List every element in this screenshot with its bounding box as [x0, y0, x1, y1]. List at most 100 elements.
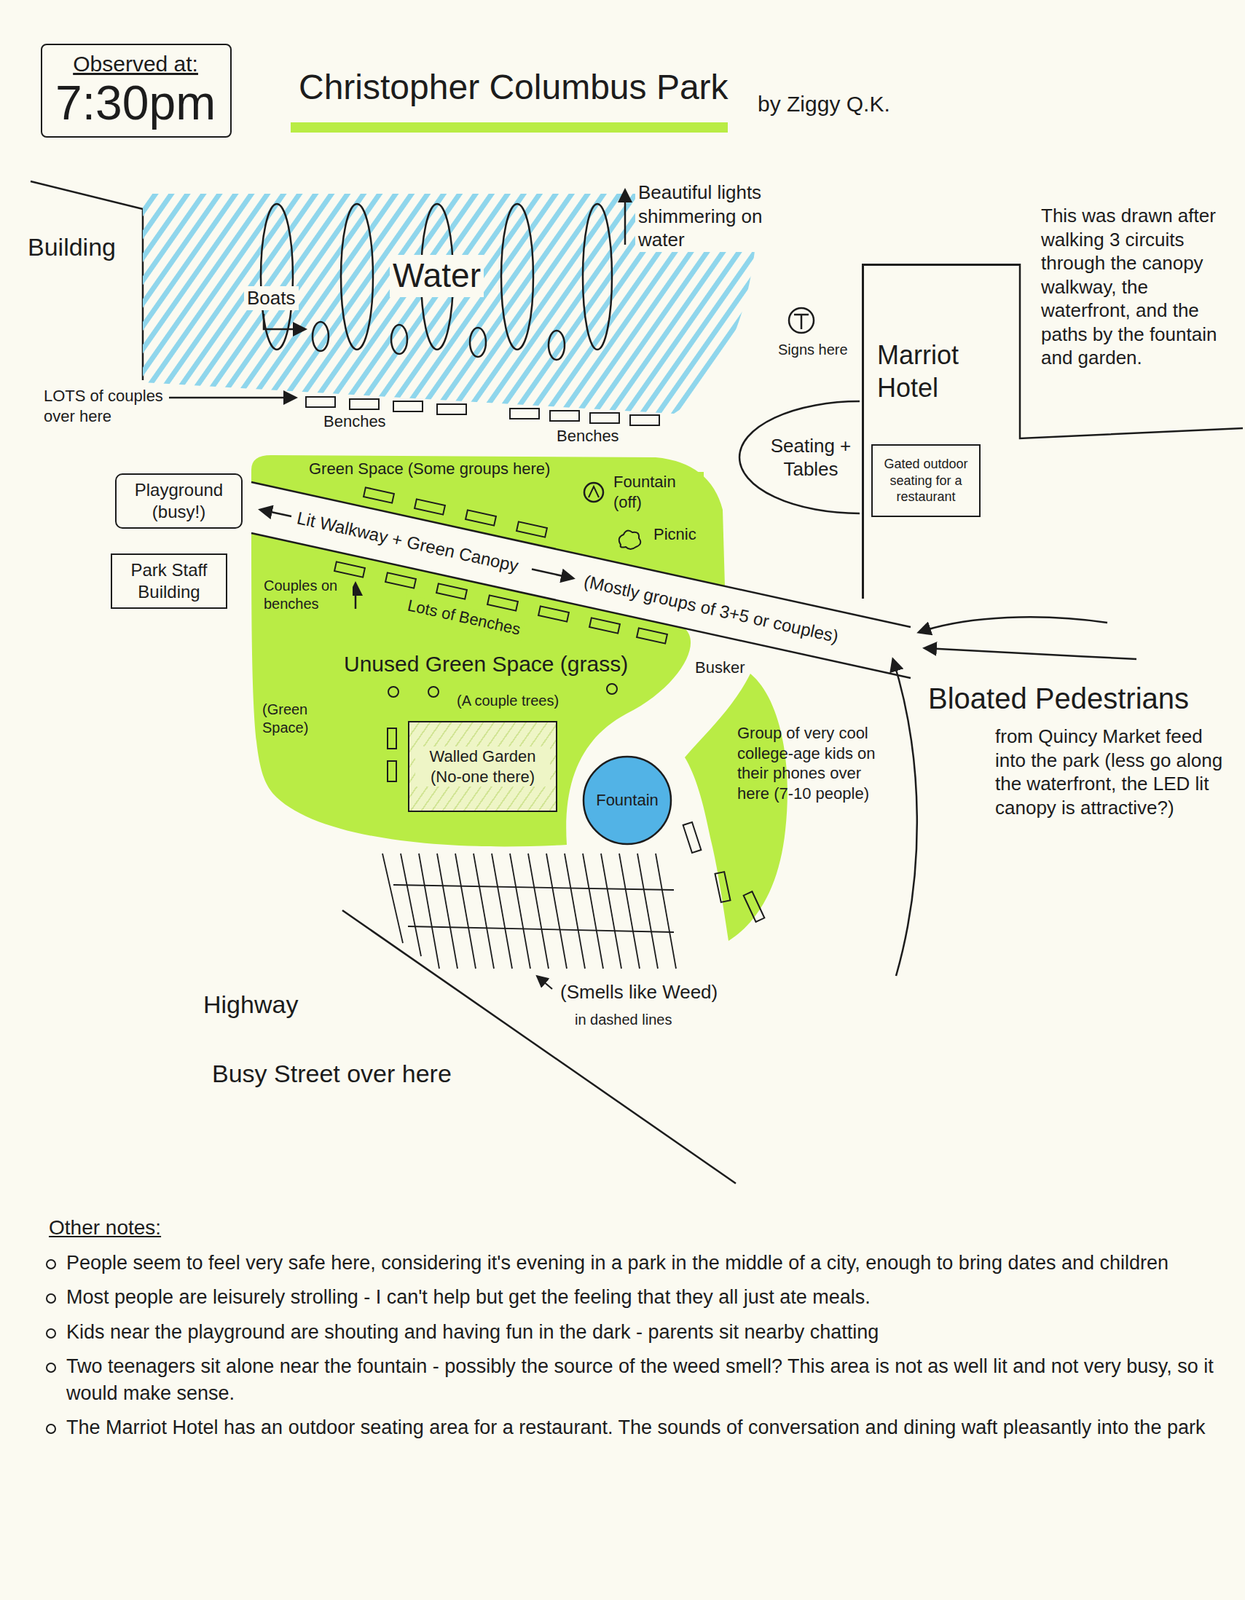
- note-row: Two teenagers sit alone near the fountai…: [45, 1353, 1227, 1409]
- bench: [487, 595, 518, 611]
- smell-hatching: [382, 853, 677, 969]
- note-text: Kids near the playground are shouting an…: [66, 1319, 879, 1347]
- green-space: [684, 673, 788, 942]
- area-label: (Green Space): [259, 700, 335, 738]
- hatch-line: [437, 853, 458, 969]
- title-highlight: [290, 122, 728, 133]
- feature-label: Benches: [320, 411, 390, 432]
- bench: [436, 583, 467, 599]
- bullet: [45, 1293, 57, 1305]
- hatch-line: [407, 926, 674, 933]
- boat: [548, 330, 565, 360]
- hatch-line: [382, 853, 403, 944]
- feature-label: Picnic: [650, 524, 700, 545]
- walkway-edge: [251, 533, 911, 679]
- fountain-symbol: [588, 486, 599, 498]
- bench: [516, 521, 548, 537]
- restaurant-patio: Gated outdoor seating for a restaurant: [871, 444, 981, 518]
- boat: [469, 327, 486, 357]
- bench: [743, 891, 765, 923]
- note-row: People seem to feel very safe here, cons…: [45, 1250, 1227, 1278]
- note-label: from Quincy Market feed into the park (l…: [992, 724, 1232, 820]
- notes-heading: Other notes:: [45, 1215, 164, 1241]
- hatch-line: [393, 885, 674, 891]
- pedestrian-flow: [919, 617, 1108, 633]
- hatch-line: [491, 853, 513, 969]
- seating-area: Seating + Tables: [737, 399, 862, 516]
- bullet: [45, 1363, 57, 1374]
- seating-outline: [739, 401, 860, 514]
- bench: [414, 499, 446, 515]
- staff-building: Park Staff Building: [110, 553, 228, 610]
- tree: [428, 686, 439, 698]
- walled-garden-text: Walled Garden (No-one there): [415, 746, 551, 787]
- bench: [393, 401, 423, 412]
- info-box-text: Observed at:: [72, 49, 199, 78]
- boat-slip: [582, 203, 612, 350]
- street-label: Busy Street over here: [209, 1058, 455, 1090]
- fountain-symbol: [584, 482, 604, 502]
- street-label: Highway: [200, 989, 301, 1021]
- hatch-line: [655, 853, 677, 969]
- bullet: [45, 1424, 57, 1435]
- note-row: Most people are leisurely strolling - I …: [45, 1284, 1227, 1312]
- note-heading: Bloated Pedestrians: [925, 680, 1192, 717]
- notes-list: People seem to feel very safe here, cons…: [45, 1250, 1227, 1450]
- note-text: Two teenagers sit alone near the fountai…: [66, 1353, 1227, 1409]
- bench: [387, 761, 397, 782]
- direction-arrow: [531, 569, 573, 580]
- bench: [589, 617, 620, 634]
- bench: [630, 415, 660, 426]
- note-label: Group of very cool college-age kids on t…: [734, 723, 894, 804]
- boat: [312, 321, 329, 352]
- area-label: Unused Green Space (grass): [340, 650, 631, 679]
- author: by Ziggy Q.K.: [754, 90, 894, 119]
- note-label: LOTS of couples over here: [40, 386, 178, 427]
- map-title: Christopher Columbus Park: [295, 65, 732, 110]
- area-label: Water: [389, 254, 484, 298]
- fountain: Fountain: [581, 754, 674, 847]
- staff-building-text: Park Staff Building: [119, 559, 219, 604]
- restaurant-patio-text: Gated outdoor seating for a restaurant: [877, 456, 975, 506]
- playground-box-text: Playground (busy!): [123, 479, 234, 524]
- bench: [437, 404, 467, 415]
- bullet: [45, 1259, 57, 1270]
- hotel-building-text: Marriot Hotel: [877, 338, 987, 405]
- bench: [349, 399, 379, 410]
- hatch-line: [637, 853, 658, 969]
- bench: [334, 561, 365, 577]
- leader-arrow: [537, 976, 553, 990]
- feature-label: Busker: [692, 657, 748, 679]
- note-label: Beautiful lights shimmering on water: [635, 180, 798, 253]
- hatch-line: [546, 853, 567, 969]
- bench: [305, 397, 336, 408]
- bullet: [45, 1328, 57, 1339]
- bench: [590, 413, 620, 424]
- bench: [683, 822, 702, 854]
- bench: [363, 487, 395, 503]
- bench: [550, 410, 580, 422]
- seating-outline: [737, 399, 862, 516]
- pedestrian-flow: [893, 660, 918, 977]
- note-label: (Smells like Weed): [557, 980, 721, 1005]
- bench: [465, 509, 497, 526]
- boat-slip: [501, 203, 534, 350]
- bench: [509, 408, 540, 419]
- walled-garden: Walled Garden (No-one there): [407, 721, 558, 813]
- bench: [385, 572, 416, 588]
- hatch-line: [528, 853, 549, 969]
- sign-symbol: [788, 308, 814, 333]
- building-outline: [30, 181, 143, 381]
- bench: [538, 606, 569, 622]
- hatch-line: [619, 853, 640, 969]
- bench: [636, 627, 668, 644]
- leader-arrow: [263, 313, 305, 330]
- note-text: Most people are leisurely strolling - I …: [66, 1284, 871, 1312]
- boat: [391, 324, 408, 355]
- feature-label: Benches: [553, 426, 623, 447]
- seating-area-text: Seating + Tables: [766, 434, 856, 482]
- hatch-line: [418, 853, 440, 969]
- picnic-symbol: [619, 531, 642, 550]
- note-label: in dashed lines: [571, 1011, 675, 1030]
